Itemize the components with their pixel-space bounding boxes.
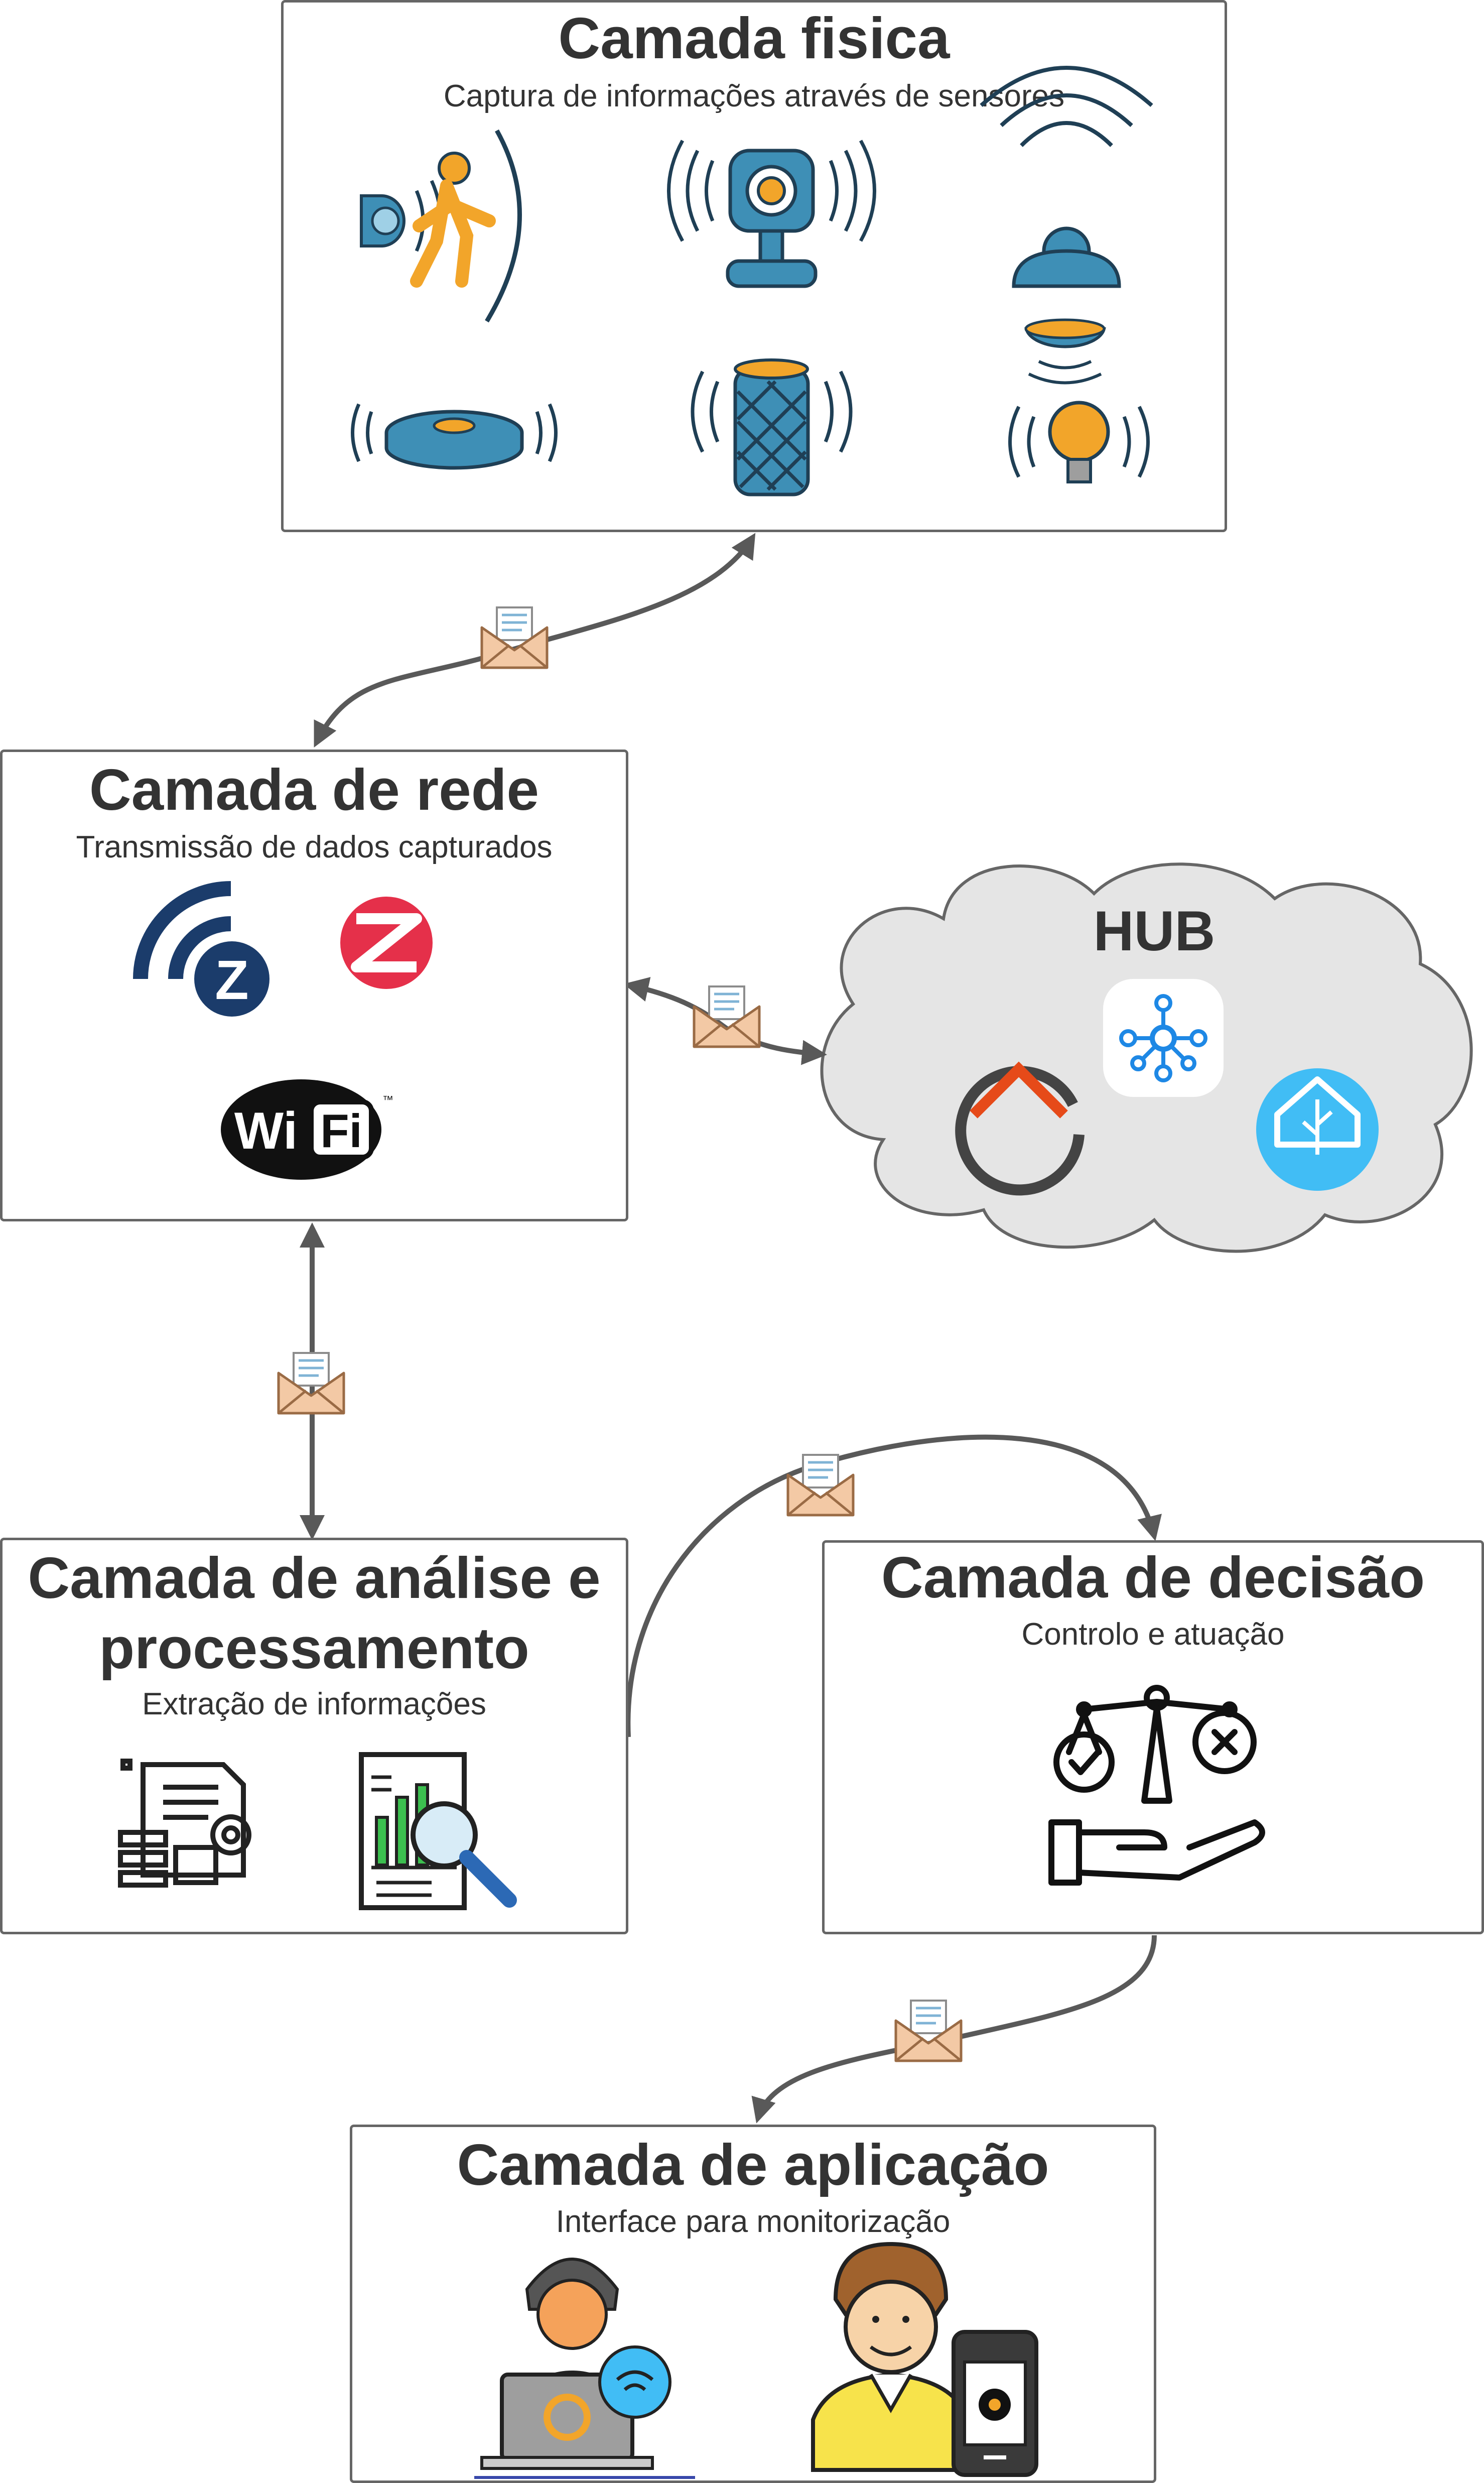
home-assistant-icon [1256, 1068, 1379, 1191]
smart-speaker-icon [691, 358, 853, 496]
layer-fisica-subtitle: Captura de informações através de sensor… [443, 79, 1065, 113]
wifi-word-right: Fi [320, 1104, 362, 1157]
layer-aplicacao-subtitle: Interface para monitorização [556, 2204, 951, 2239]
balance-decision-icon [1048, 1685, 1265, 1886]
layer-rede-subtitle: Transmissão de dados capturados [76, 830, 553, 864]
layer-decisao-title: Camada de decisão [881, 1545, 1425, 1610]
openhab-icon [955, 1061, 1085, 1196]
envelope-icon [277, 1352, 345, 1415]
smart-bulb-icon [1008, 318, 1150, 483]
zwave-logo-icon: Z [133, 881, 269, 1017]
layer-decisao-subtitle: Controlo e atuação [1021, 1617, 1285, 1652]
protocols-layer: Z Wi Fi ™ [133, 881, 433, 1180]
layer-rede-title: Camada de rede [89, 757, 539, 822]
document-processing-icon [118, 1759, 251, 1888]
presence-sensor-icon [980, 66, 1153, 288]
zwave-letter: Z [215, 949, 248, 1011]
hub-icons-layer [955, 979, 1379, 1196]
sensors-layer [351, 66, 1153, 496]
envelope-icon [480, 606, 549, 669]
smartthings-icon [1103, 979, 1224, 1097]
wifi-logo-icon: Wi Fi ™ [221, 1079, 393, 1180]
wifi-tm: ™ [382, 1093, 393, 1106]
motion-sensor-icon [360, 129, 522, 323]
envelope-icon [693, 985, 761, 1048]
layer-aplicacao-title: Camada de aplicação [457, 2132, 1049, 2197]
layer-analise-title-line1: Camada de análise e [28, 1545, 601, 1610]
layer-decisao-box: Camada de decisão Controlo e atuação [822, 1540, 1484, 1934]
camera-icon [667, 140, 876, 288]
mobile-user-icon [811, 2242, 1038, 2477]
decision-icons-layer [1048, 1685, 1265, 1886]
robot-vacuum-icon [351, 403, 558, 470]
layer-analise-title-line2: processamento [99, 1616, 529, 1681]
analysis-icons-layer [118, 1752, 517, 1910]
data-analysis-icon [359, 1752, 517, 1910]
layer-analise-subtitle: Extração de informações [142, 1687, 486, 1721]
layer-fisica-title: Camada fisica [558, 6, 950, 71]
layer-analise-box: Camada de análise e processamento Extraç… [0, 1538, 628, 1934]
zigbee-logo-icon [340, 897, 433, 989]
envelope-icon [894, 2000, 963, 2062]
technician-icon [474, 2258, 695, 2479]
envelope-icon [786, 1454, 855, 1517]
hub-title: HUB [1093, 900, 1216, 962]
wifi-word-left: Wi [234, 1102, 298, 1160]
